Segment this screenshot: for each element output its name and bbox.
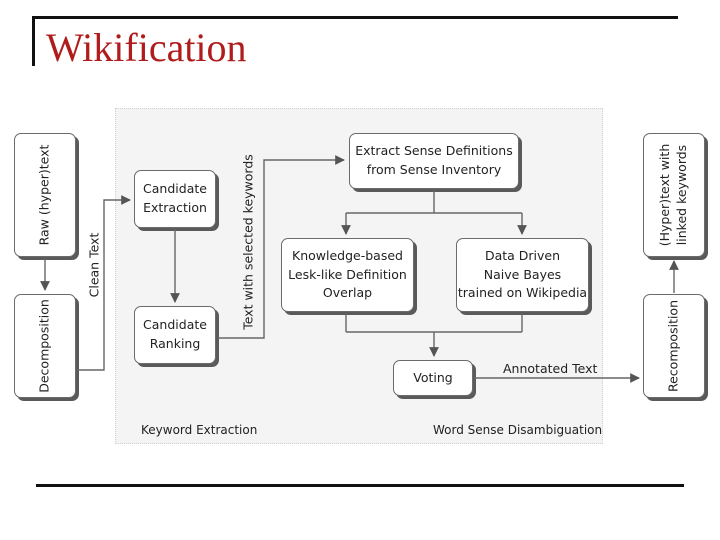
node-hypertext-linked: (Hyper)text with linked keywords bbox=[643, 133, 705, 257]
node-candidate-ranking: Candidate Ranking bbox=[134, 306, 216, 364]
node-knowledge-based: Knowledge-based Lesk-like Definition Ove… bbox=[281, 238, 414, 312]
panel-label-keyword-extraction: Keyword Extraction bbox=[141, 423, 258, 437]
node-voting: Voting bbox=[393, 360, 473, 396]
node-candidate-extraction-line-1: Candidate bbox=[143, 181, 207, 197]
node-knowledge-based-line-1: Knowledge-based bbox=[292, 247, 403, 263]
node-knowledge-based-line-2: Lesk-like Definition bbox=[288, 266, 407, 282]
node-extract-sense-line-2: from Sense Inventory bbox=[366, 162, 502, 177]
edge-text-selected-keywords bbox=[217, 155, 345, 339]
node-data-driven-line-3: trained on Wikipedia bbox=[457, 285, 588, 301]
node-knowledge-based-line-3: Overlap bbox=[322, 285, 373, 301]
node-candidate-extraction: Candidate Extraction bbox=[134, 170, 216, 228]
panel-label-word-sense-disambiguation: Word Sense Disambiguation bbox=[433, 423, 603, 437]
node-data-driven-line-2: Naive Bayes bbox=[483, 266, 562, 282]
node-candidate-ranking-line-2: Ranking bbox=[149, 336, 201, 351]
node-data-driven: Data Driven Naive Bayes trained on Wikip… bbox=[456, 238, 589, 312]
bottom-rule bbox=[36, 484, 684, 487]
node-extract-sense-line-1: Extract Sense Definitions bbox=[355, 143, 513, 159]
node-raw-text: Raw (hyper)text bbox=[14, 133, 76, 257]
node-recomposition: Recomposition bbox=[643, 294, 705, 398]
node-data-driven-line-1: Data Driven bbox=[484, 247, 561, 263]
node-candidate-ranking-line-1: Candidate bbox=[143, 317, 207, 333]
node-candidate-extraction-line-2: Extraction bbox=[143, 200, 207, 215]
title-left-rule bbox=[32, 16, 35, 66]
edge-label-annotated-text: Annotated Text bbox=[503, 361, 598, 376]
slide-title: Wikification bbox=[46, 25, 247, 70]
node-voting-label: Voting bbox=[413, 369, 453, 385]
title-top-rule bbox=[32, 16, 678, 19]
node-decomposition: Decomposition bbox=[14, 294, 76, 398]
edge-clean-text bbox=[77, 195, 131, 371]
node-extract-sense-definitions: Extract Sense Definitions from Sense Inv… bbox=[349, 133, 519, 189]
